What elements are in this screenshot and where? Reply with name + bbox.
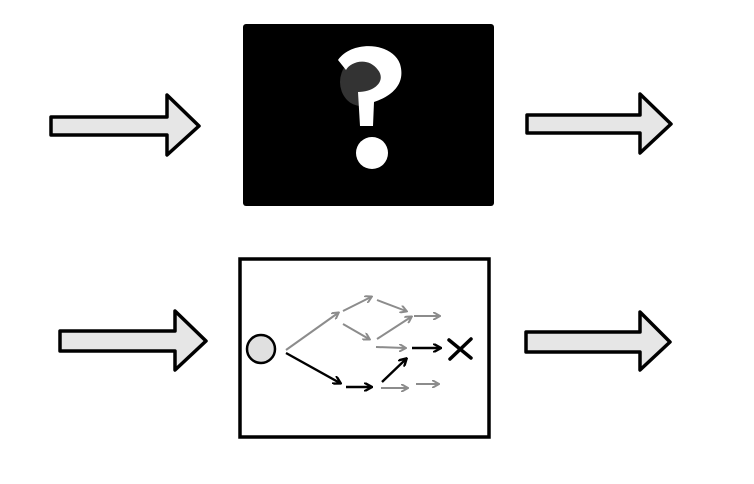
explored-arrow [342,297,371,312]
x-mark-icon [447,337,473,361]
output-arrow-bottom [524,310,672,372]
black-box [243,24,494,206]
circle-node-icon [245,333,277,365]
explored-paths [285,297,439,388]
output-arrow-top [525,92,673,155]
input-arrow-top [49,93,201,157]
chosen-arrow [381,359,406,383]
chosen-path [285,348,440,387]
explored-arrow [376,317,411,340]
explored-arrow [375,347,405,348]
input-arrow-bottom [58,309,208,372]
question-mark-icon [338,46,402,169]
explored-arrow [376,299,406,311]
search-box [238,257,491,439]
explored-arrow [285,313,338,351]
explored-arrow [342,323,369,339]
chosen-arrow [285,351,340,383]
